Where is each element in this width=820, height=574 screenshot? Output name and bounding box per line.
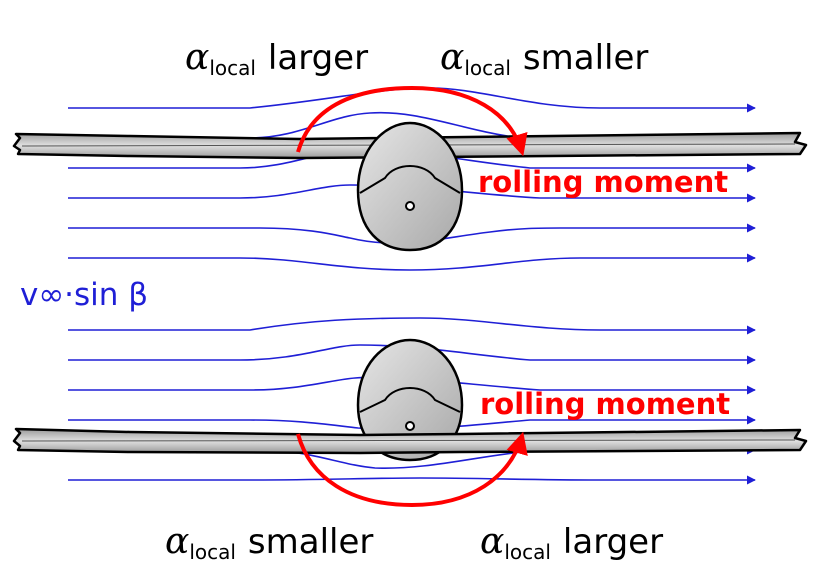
top-right-alpha-label: αlocal smaller xyxy=(440,37,649,80)
top-rolling-moment-arrow xyxy=(296,85,528,157)
alpha-subscript: local xyxy=(504,540,551,564)
streamline xyxy=(68,344,756,365)
bottom-canopy-line xyxy=(359,386,461,413)
top-case xyxy=(12,85,808,271)
bottom-fuselage xyxy=(356,338,464,462)
alpha-qualifier: larger xyxy=(562,522,664,562)
alpha-subscript: local xyxy=(189,540,236,564)
alpha-symbol: α xyxy=(165,521,190,562)
bottom-left-alpha-label: αlocal smaller xyxy=(165,521,374,564)
alpha-symbol: α xyxy=(440,37,465,78)
bottom-right-alpha-label: αlocal larger xyxy=(480,521,664,564)
bottom-wing-centerline xyxy=(21,439,796,442)
alpha-qualifier: smaller xyxy=(522,38,649,78)
top-rolling-moment-label: rolling moment xyxy=(478,165,729,199)
alpha-symbol: α xyxy=(480,521,505,562)
streamline xyxy=(68,253,756,271)
bottom-cg-marker xyxy=(405,421,415,431)
alpha-subscript: local xyxy=(464,56,511,80)
alpha-symbol: α xyxy=(185,37,210,78)
streamline xyxy=(68,376,756,395)
bottom-rolling-moment-label: rolling moment xyxy=(480,387,731,421)
top-left-alpha-label: αlocal larger xyxy=(185,37,369,80)
bottom-rolling-moment-arrow xyxy=(296,431,528,508)
top-cg-marker xyxy=(405,201,415,211)
bottom-case xyxy=(12,317,808,508)
top-canopy-line xyxy=(359,164,461,194)
alpha-subscript: local xyxy=(209,56,256,80)
freestream-velocity-label: v∞·sin β xyxy=(20,277,149,313)
alpha-qualifier: smaller xyxy=(247,522,374,562)
alpha-qualifier: larger xyxy=(267,38,369,78)
streamline xyxy=(68,87,756,113)
streamline xyxy=(68,475,756,485)
streamline xyxy=(68,317,756,335)
top-fuselage xyxy=(356,121,464,252)
bottom-wing xyxy=(12,427,808,455)
streamline xyxy=(68,111,756,143)
